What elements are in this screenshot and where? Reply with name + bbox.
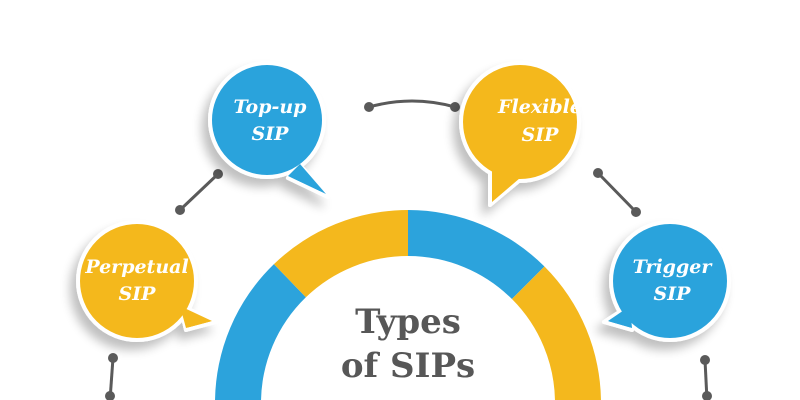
bubble-trigger-line2: SIP — [654, 283, 692, 305]
bubble-perpetual-line1: Perpetual — [84, 256, 188, 278]
center-ring — [215, 209, 601, 400]
bubble-flexible-line1: Flexible — [497, 96, 582, 118]
connector-topup-flexible — [368, 99, 456, 109]
bubble-topup-line1: Top-up — [234, 96, 308, 118]
ring-segment-left — [215, 264, 306, 400]
bubble-perpetual-line2: SIP — [119, 283, 157, 305]
connector-dots — [105, 102, 712, 400]
title-line-2: of SIPs — [341, 346, 475, 386]
title-line-1: Types — [355, 302, 461, 342]
bubble-topup-line2: SIP — [252, 123, 290, 145]
ring-segment-right — [511, 266, 601, 400]
bubble-flexible-line2: SIP — [522, 124, 560, 146]
bubble-trigger — [602, 220, 731, 342]
connectors — [108, 99, 709, 400]
bubble-topup — [208, 61, 330, 199]
ring-segment-top-right — [408, 210, 545, 300]
ring-segment-top-left — [273, 209, 408, 298]
connector-flexible-trigger — [596, 171, 638, 214]
connector-topup-perpetual — [178, 172, 220, 212]
bubble-flexible — [459, 61, 581, 207]
bubble-perpetual — [76, 220, 218, 342]
bubble-trigger-line1: Trigger — [633, 256, 714, 278]
